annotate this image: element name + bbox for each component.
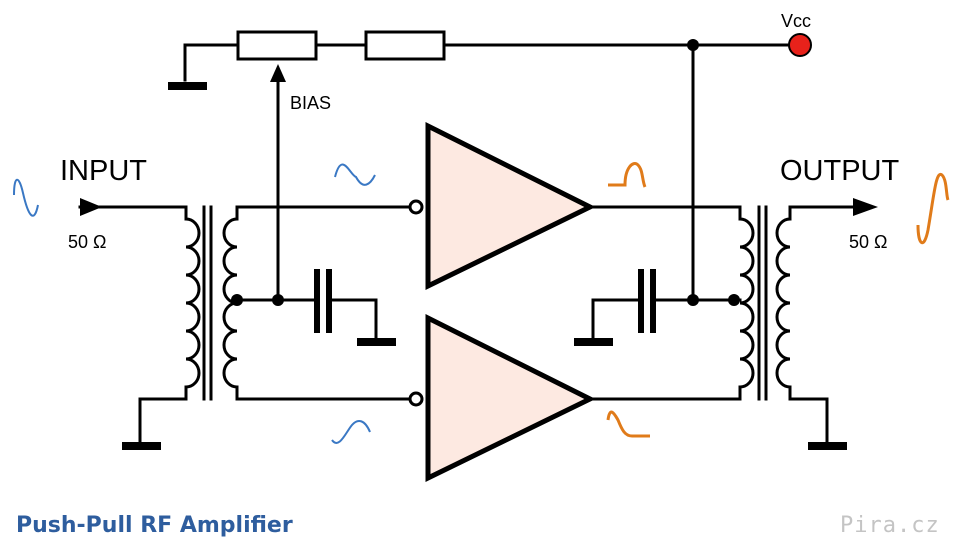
- input-impedance-label: 50 Ω: [68, 232, 106, 252]
- upper-output-wave-icon: [608, 162, 647, 188]
- junction-dots: [231, 39, 740, 306]
- lower-input-wave-icon: [331, 419, 371, 444]
- inverting-input-bubble-lower: [408, 391, 424, 407]
- inverting-input-bubble-upper: [408, 199, 424, 215]
- output-label: OUTPUT: [780, 155, 900, 187]
- supply-rail: [168, 43, 802, 90]
- input-transformer-primary: [184, 217, 201, 389]
- brand-watermark: Pira.cz: [840, 513, 940, 538]
- vcc-terminal-icon: [788, 33, 812, 57]
- amplifier-lower: [425, 313, 596, 483]
- input-label: INPUT: [60, 155, 147, 187]
- vcc-label: Vcc: [781, 11, 811, 31]
- output-signal-wave-icon: [916, 172, 950, 244]
- bias-potentiometer: [236, 30, 318, 61]
- output-arrow-icon: [853, 198, 878, 216]
- input-signal-wave-icon: [13, 178, 39, 217]
- bias-wiper-arrow-icon: [270, 64, 286, 82]
- output-impedance-label: 50 Ω: [849, 232, 887, 252]
- lower-output-wave-icon: [606, 410, 650, 438]
- bias-resistor: [364, 30, 446, 61]
- diagram-title: Push-Pull RF Amplifier: [16, 513, 293, 538]
- input-arrow-icon: [80, 198, 102, 216]
- output-transformer-primary: [738, 217, 755, 389]
- bias-label: BIAS: [290, 93, 331, 113]
- upper-input-wave-icon: [334, 163, 376, 186]
- output-transformer-secondary: [775, 217, 792, 389]
- amplifier-upper: [425, 121, 596, 291]
